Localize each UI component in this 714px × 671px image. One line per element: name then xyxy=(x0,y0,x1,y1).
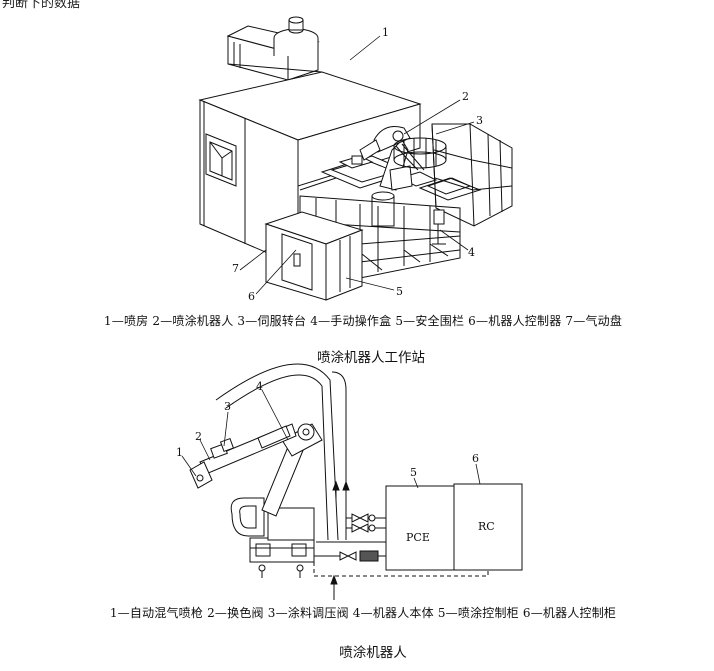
cropped-top-text: 判断下的数据 xyxy=(2,0,81,11)
control-cabinets xyxy=(385,483,523,571)
robot-callout-3: 3 xyxy=(224,400,231,413)
workstation-callouts xyxy=(239,35,475,295)
flow-arrows xyxy=(330,480,350,600)
callout-6: 6 xyxy=(248,290,255,303)
robot-callout-2: 2 xyxy=(195,430,202,443)
robot-callout-5: 5 xyxy=(410,466,417,479)
callout-2: 2 xyxy=(462,90,469,103)
pce-label: PCE xyxy=(406,531,430,544)
robot-caption: 喷涂机器人 xyxy=(339,645,407,661)
rc-label: RC xyxy=(478,520,495,533)
manual-operation-box xyxy=(432,209,446,245)
rc-cabinet xyxy=(453,483,523,571)
callout-7: 7 xyxy=(232,262,239,275)
signal-loop xyxy=(313,548,489,577)
robot-callout-4: 4 xyxy=(256,380,263,393)
callout-3: 3 xyxy=(476,114,483,127)
spray-robot xyxy=(359,126,425,227)
turntable-ring xyxy=(393,137,447,169)
callout-1: 1 xyxy=(382,26,389,39)
callout-4: 4 xyxy=(468,246,475,259)
robot-callout-labels: 1 2 3 4 5 6 xyxy=(176,380,479,479)
painting-robot-body xyxy=(189,423,323,578)
spray-booth xyxy=(198,63,422,267)
exhaust-duct xyxy=(226,16,320,81)
robot-callout-6: 6 xyxy=(472,452,479,465)
cabinet-labels: PCE RC xyxy=(406,520,495,544)
robot-controller-cabinet xyxy=(264,211,364,301)
robot-legend: 1—自动混气喷枪 2—换色阀 3—涂料调压阀 4—机器人本体 5—喷涂控制柜 6… xyxy=(109,606,617,620)
workstation-legend: 1—喷房 2—喷涂机器人 3—伺服转台 4—手动操作盒 5—安全围栏 6—机器人… xyxy=(103,314,623,328)
robot-callouts xyxy=(181,389,481,489)
workstation-caption: 喷涂机器人工作站 xyxy=(317,350,425,366)
paint-hose xyxy=(215,363,347,541)
robot-callout-1: 1 xyxy=(176,446,183,459)
workstation-callout-labels: 1 2 3 4 5 6 7 xyxy=(232,26,483,303)
callout-5: 5 xyxy=(396,285,403,298)
pce-cabinet xyxy=(385,485,455,571)
valve-symbols xyxy=(339,513,379,562)
